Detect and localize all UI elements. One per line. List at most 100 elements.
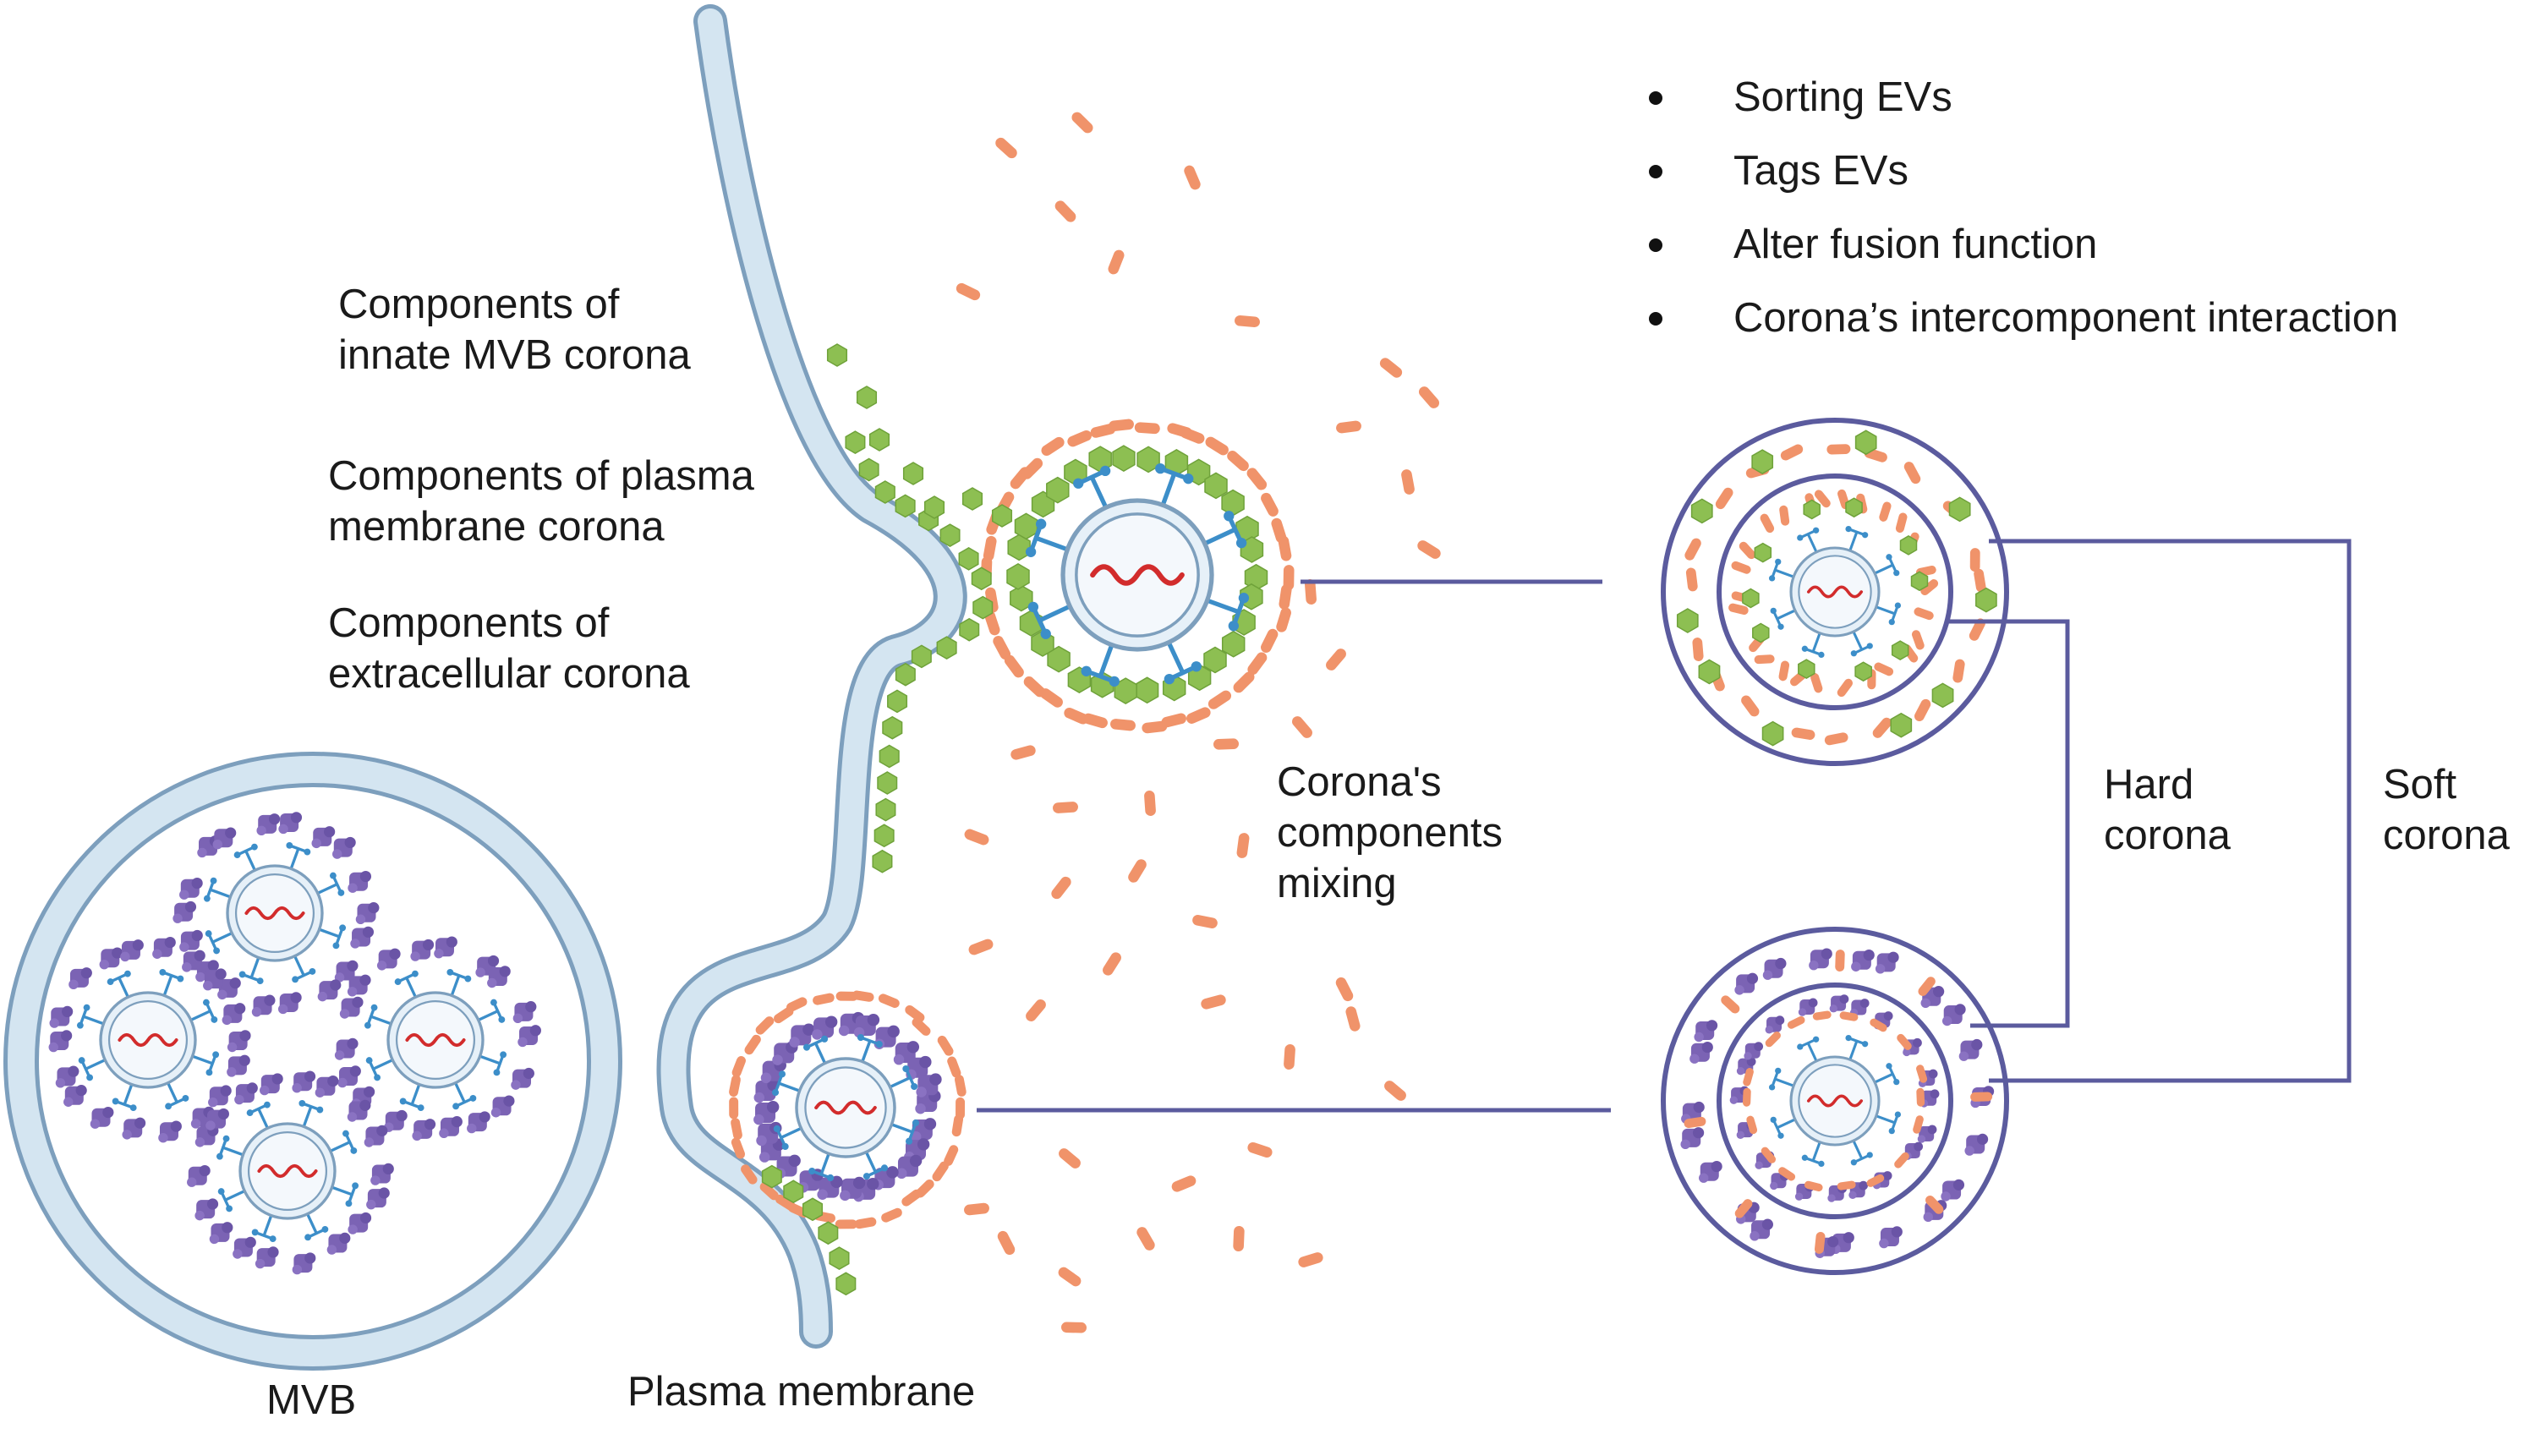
- green-protein-icon: [761, 1164, 782, 1189]
- orange-protein-icon: [1761, 1147, 1777, 1163]
- purple-lobe: [1827, 1236, 1839, 1248]
- receptor-stem: [1806, 533, 1818, 553]
- purple-lobe: [824, 1015, 838, 1028]
- purple-lobe: [518, 1037, 528, 1048]
- purple-protein-icon: [315, 1075, 339, 1097]
- purple-lobe: [234, 1003, 246, 1015]
- receptor-tip: [1770, 607, 1777, 615]
- purple-lobe: [909, 1154, 923, 1168]
- purple-protein-icon: [197, 835, 221, 858]
- rna-strand: [1806, 585, 1864, 599]
- receptor-tip: [446, 968, 454, 976]
- receptor-tip: [83, 1004, 90, 1011]
- purple-lobe: [184, 900, 197, 913]
- purple-lobe: [246, 1082, 258, 1094]
- label-plasma-membrane: Plasma membrane: [627, 1369, 976, 1415]
- function-item: Sorting EVs: [1649, 61, 2398, 134]
- purple-lobe: [1891, 1226, 1903, 1238]
- receptor-stem: [1811, 1141, 1821, 1162]
- orange-protein-icon: [1053, 802, 1078, 813]
- purple-lobe: [1794, 1192, 1804, 1201]
- green-protein-icon: [1948, 496, 1971, 523]
- purple-protein-icon: [1750, 1218, 1773, 1241]
- purple-lobe: [1736, 1130, 1744, 1139]
- purple-lobe: [326, 1245, 337, 1255]
- purple-protein-icon: [194, 1198, 219, 1221]
- purple-lobe: [255, 1258, 266, 1269]
- receptor-tip: [177, 975, 184, 983]
- purple-protein-icon: [311, 826, 336, 849]
- ev-core: [771, 1033, 920, 1182]
- purple-lobe: [332, 849, 342, 859]
- receptor-stem: [167, 1082, 178, 1103]
- soft-corona-ring: [1661, 418, 2009, 766]
- receptor-stem: [317, 883, 338, 895]
- green-protein-icon: [879, 744, 900, 769]
- purple-lobe: [511, 1080, 521, 1090]
- green-protein-icon: [858, 457, 879, 482]
- purple-lobe: [1887, 951, 1899, 963]
- orange-protein-icon: [1278, 535, 1292, 561]
- purple-lobe: [886, 1166, 899, 1179]
- receptor-tip: [1228, 621, 1239, 632]
- purple-lobe: [164, 936, 176, 949]
- green-protein-icon: [1204, 472, 1228, 500]
- receptor-tip: [1861, 532, 1869, 539]
- ev-lower: [729, 990, 967, 1229]
- purple-lobe: [896, 1168, 907, 1180]
- purple-lobe: [359, 870, 372, 883]
- receptor-stem: [1206, 598, 1240, 615]
- function-item: Corona’s intercomponent interaction: [1649, 282, 2398, 355]
- orange-protein-icon: [852, 990, 874, 1002]
- purple-protein-icon: [1964, 1133, 1989, 1156]
- receptor-tip: [342, 1130, 349, 1137]
- receptor-tip: [771, 1088, 780, 1097]
- purple-protein-icon: [347, 1099, 371, 1122]
- purple-protein-icon: [217, 977, 241, 1000]
- purple-lobe: [475, 967, 485, 977]
- receptor-tip: [1812, 1036, 1820, 1043]
- purple-lobe: [1848, 1191, 1857, 1200]
- purple-lobe: [215, 968, 227, 980]
- purple-lobe: [523, 1067, 534, 1080]
- purple-lobe: [1809, 960, 1819, 971]
- purple-protein-icon: [334, 1037, 359, 1060]
- orange-protein-icon: [1897, 1033, 1912, 1050]
- purple-lobe: [1694, 1032, 1704, 1043]
- orange-protein-icon: [1742, 1087, 1751, 1107]
- receptor-tip: [123, 970, 131, 977]
- purple-lobe: [191, 877, 203, 889]
- orange-protein-icon: [1778, 660, 1790, 681]
- purple-lobe: [1750, 1231, 1760, 1241]
- purple-lobe: [49, 1018, 59, 1028]
- orange-protein-icon: [1051, 876, 1071, 900]
- orange-protein-icon: [1059, 1148, 1081, 1169]
- purple-lobe: [1761, 1218, 1773, 1230]
- rna-strand: [257, 1163, 318, 1179]
- legend-text-line: innate MVB corona: [338, 332, 691, 378]
- purple-lobe: [1859, 999, 1870, 1008]
- receptor-tip: [905, 1137, 913, 1145]
- receptor-tip: [292, 976, 299, 983]
- receptor-tip: [339, 924, 347, 932]
- ev-core: [216, 1099, 359, 1243]
- receptor-tip: [773, 1125, 780, 1133]
- purple-lobe: [1770, 1181, 1778, 1191]
- purple-protein-icon: [355, 902, 380, 924]
- green-protein-icon: [939, 523, 961, 547]
- ev-core: [203, 841, 347, 985]
- receptor-tip: [399, 1097, 407, 1105]
- purple-lobe: [217, 989, 227, 1000]
- receptor-stem: [778, 1081, 801, 1092]
- receptor-tip: [498, 1015, 506, 1023]
- orange-protein-icon: [1969, 548, 1980, 572]
- purple-lobe: [1701, 1041, 1713, 1054]
- purple-lobe: [1736, 1067, 1745, 1076]
- purple-lobe: [1765, 1026, 1773, 1034]
- orange-protein-icon: [1814, 490, 1831, 508]
- purple-lobe: [838, 1025, 850, 1037]
- orange-protein-icon: [1914, 607, 1934, 621]
- purple-lobe: [209, 1234, 220, 1245]
- purple-protein-icon: [190, 1106, 215, 1129]
- orange-protein-icon: [1136, 1227, 1155, 1251]
